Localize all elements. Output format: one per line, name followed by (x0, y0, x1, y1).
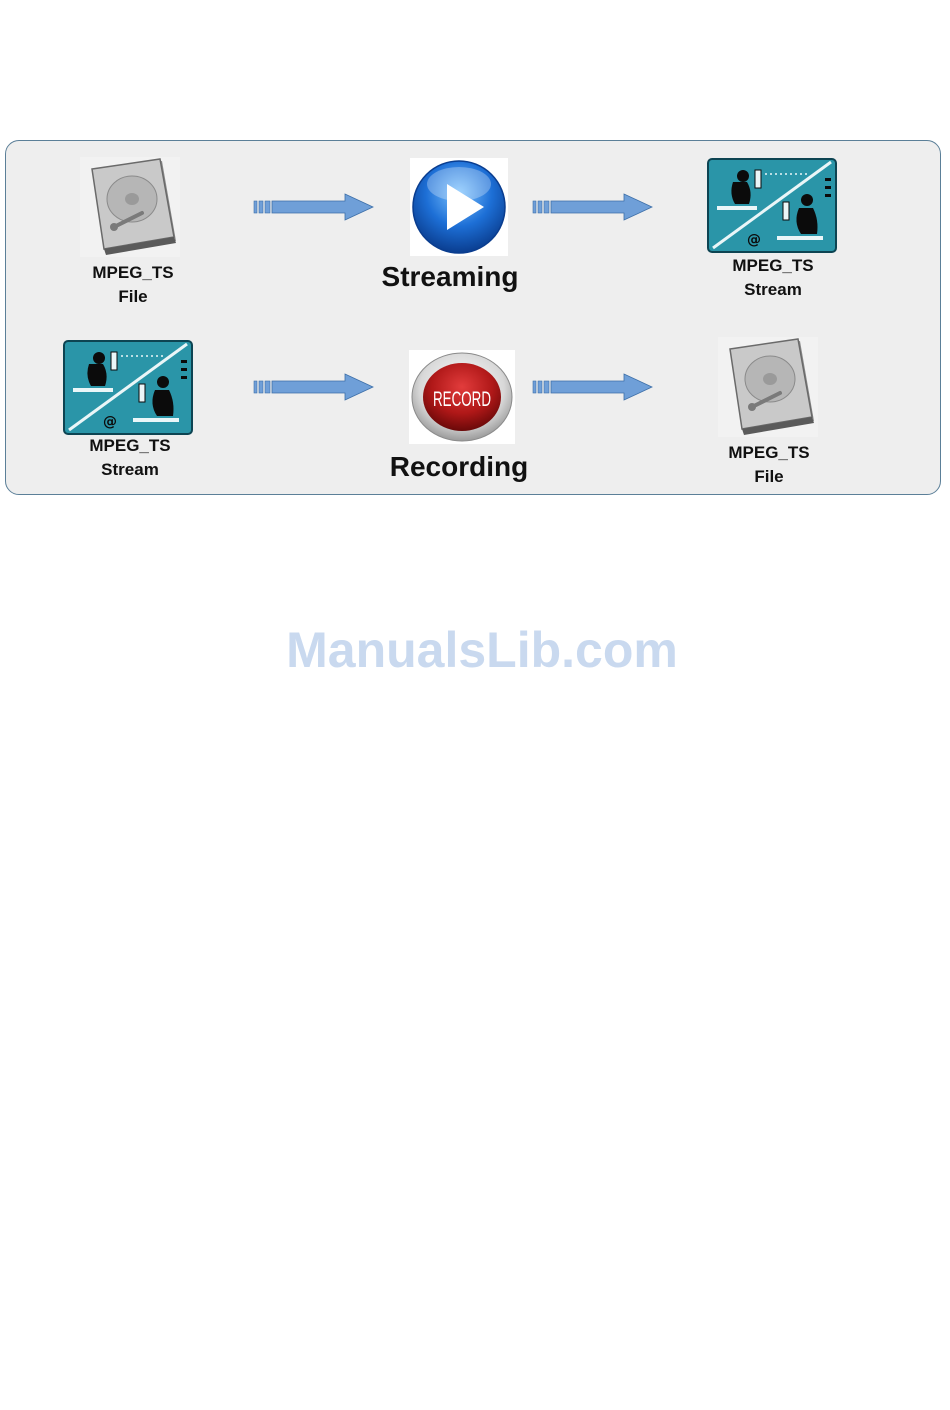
record-icon: RECORD (409, 350, 515, 444)
flow-arrow (532, 373, 654, 401)
hard-drive-icon (80, 157, 180, 257)
hard-drive-icon (718, 337, 818, 437)
source-label-file: MPEG_TS File (63, 261, 203, 309)
network-stream-icon: @ (707, 158, 837, 253)
network-stream-icon: @ (63, 340, 193, 435)
flow-arrow (253, 193, 375, 221)
record-icon-label: RECORD (433, 388, 491, 411)
svg-text:@: @ (103, 414, 117, 430)
watermark: ManualsLib.com (0, 622, 950, 678)
target-label-stream: MPEG_TS Stream (703, 254, 843, 302)
target-label-file: MPEG_TS File (699, 441, 839, 489)
flow-arrow (532, 193, 654, 221)
source-label-stream: MPEG_TS Stream (60, 434, 200, 482)
play-icon (410, 158, 508, 256)
flow-arrow (253, 373, 375, 401)
process-label-streaming: Streaming (340, 262, 560, 292)
process-label-recording: Recording (349, 452, 569, 482)
svg-text:@: @ (747, 232, 761, 248)
